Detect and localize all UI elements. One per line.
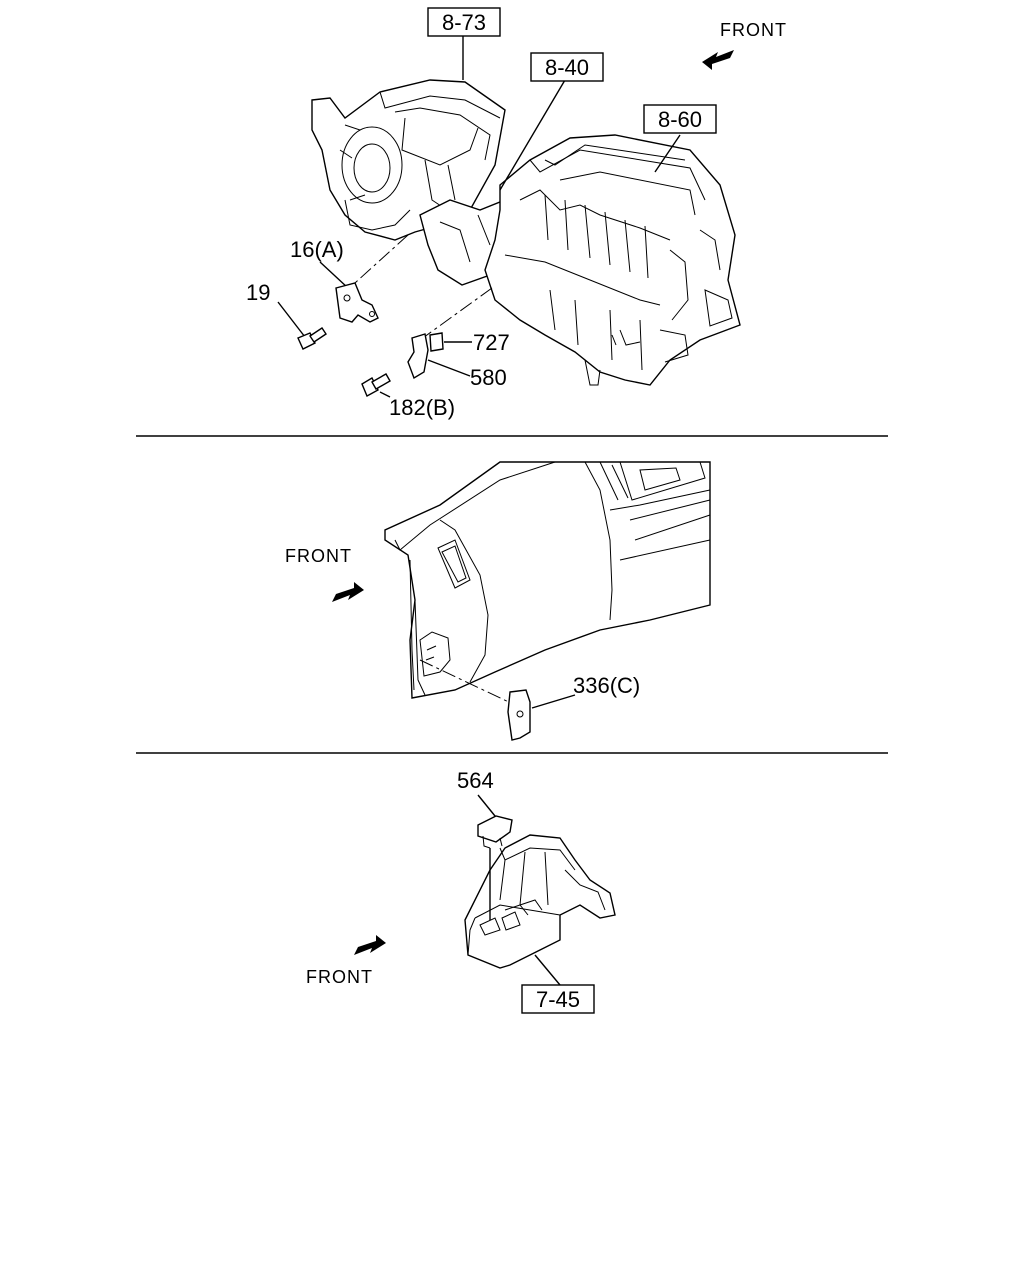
- clip-727-drawing: [429, 332, 444, 352]
- part-label-564: 564: [457, 768, 494, 793]
- ref-box-8-73: [427, 7, 501, 37]
- leader-564: [477, 794, 496, 817]
- ref-label-8-40: 8-40: [545, 55, 589, 80]
- ref-label-7-45: 7-45: [536, 987, 580, 1012]
- part-label-727: 727: [473, 330, 510, 355]
- bracket-16-drawing: [335, 282, 379, 323]
- front-arrow-icon: [332, 582, 364, 602]
- leader-336-dash: [419, 659, 516, 706]
- part-label-19: 19: [246, 280, 270, 305]
- bracket-580-drawing: [407, 333, 429, 380]
- part-label-336: 336(C): [573, 673, 640, 698]
- front-arrow-icon: [702, 50, 734, 70]
- ref-box-8-40: [530, 52, 604, 82]
- ref-label-8-73: 8-73: [442, 10, 486, 35]
- part-label-16: 16(A): [290, 237, 344, 262]
- leader-336: [531, 694, 576, 709]
- front-arrow-icon: [354, 935, 386, 955]
- ref-box-7-45: [521, 984, 595, 1014]
- front-label: FRONT: [285, 546, 352, 566]
- part-label-580: 580: [470, 365, 507, 390]
- bolt-19-drawing: [297, 327, 327, 350]
- console-drawing: [464, 834, 616, 969]
- screw-182-drawing: [361, 373, 391, 397]
- hvac-unit-drawing: [311, 79, 741, 386]
- clip-336-drawing: [507, 689, 531, 741]
- front-label: FRONT: [720, 20, 787, 40]
- ref-box-8-60: [643, 104, 717, 134]
- front-label: FRONT: [306, 967, 373, 987]
- cap-564-drawing: [477, 815, 513, 849]
- leader-7-45: [534, 954, 561, 986]
- part-label-182: 182(B): [389, 395, 455, 420]
- ref-label-8-60: 8-60: [658, 107, 702, 132]
- dashboard-drawing: [384, 461, 711, 699]
